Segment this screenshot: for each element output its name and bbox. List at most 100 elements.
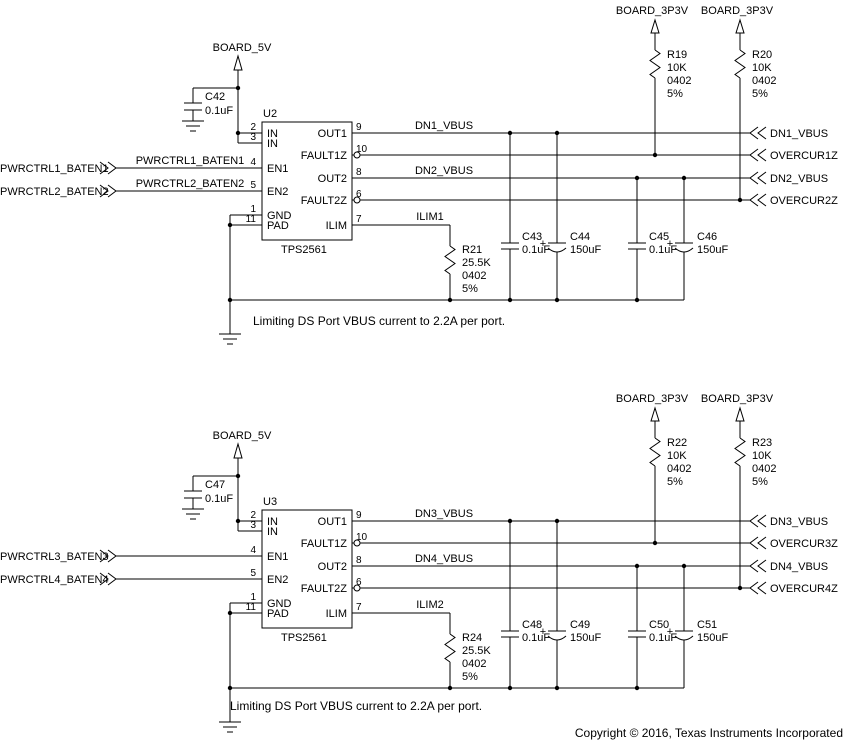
- component-value: 0.1uF: [522, 244, 550, 256]
- polarity-mark: +: [667, 238, 673, 250]
- output-port-label: OVERCUR2Z: [770, 195, 838, 207]
- circuit-note: Limiting DS Port VBUS current to 2.2A pe…: [230, 699, 482, 713]
- pin-number: 9: [356, 510, 362, 521]
- pin-number: 11: [246, 214, 257, 225]
- component-tolerance: 5%: [752, 476, 768, 488]
- net-label: ILIM2: [416, 599, 444, 611]
- pin-label: OUT1: [318, 128, 347, 140]
- pin-label: OUT1: [318, 516, 347, 528]
- net-label: DN3_VBUS: [415, 508, 473, 520]
- component-ref: R19: [667, 49, 687, 61]
- component-ref: C48: [522, 619, 542, 631]
- ic-part-number: TPS2561: [281, 632, 327, 644]
- circuit-2: BOARD_5V C47 0.1uF U3 TPS2561 2 3 4 5 1 …: [0, 393, 838, 733]
- pin-number: 10: [356, 144, 368, 155]
- input-port-label: PWRCTRL2_BATEN2: [0, 186, 109, 198]
- polarity-mark: +: [667, 626, 673, 638]
- pin-label: GND: [267, 598, 292, 610]
- pin-number: 3: [250, 520, 256, 531]
- component-tolerance: 5%: [667, 88, 683, 100]
- power-rail-label: BOARD_5V: [213, 42, 272, 54]
- component-value: 150uF: [570, 632, 601, 644]
- component-package: 0402: [667, 75, 691, 87]
- pin-label: ILIM: [326, 608, 347, 620]
- component-ref: C42: [205, 91, 225, 103]
- pin-label: EN1: [267, 163, 288, 175]
- pin-label: IN: [267, 128, 278, 140]
- component-value: 0.1uF: [649, 244, 677, 256]
- component-ref: C44: [570, 231, 590, 243]
- pin-number: 10: [356, 532, 368, 543]
- component-package: 0402: [667, 463, 691, 475]
- component-ref: C45: [649, 231, 669, 243]
- circuit-1: BOARD_5V C42 0.1uF U2 TPS2561 2 3 4 5 1 …: [0, 5, 838, 345]
- pin-number: 4: [250, 545, 256, 556]
- net-label: PWRCTRL2_BATEN2: [136, 178, 245, 190]
- pin-label: FAULT2Z: [301, 195, 348, 207]
- component-value: 150uF: [697, 244, 728, 256]
- input-port-label: PWRCTRL3_BATEN3: [0, 551, 109, 563]
- component-value: 0.1uF: [205, 105, 233, 117]
- component-tolerance: 5%: [667, 476, 683, 488]
- component-ref: R21: [462, 244, 482, 256]
- output-port-label: DN3_VBUS: [770, 516, 828, 528]
- component-value: 150uF: [570, 244, 601, 256]
- component-value: 0.1uF: [522, 632, 550, 644]
- pin-number: 1: [250, 592, 256, 603]
- net-label: DN1_VBUS: [415, 120, 473, 132]
- pin-number: 6: [356, 577, 362, 588]
- component-ref: C46: [697, 231, 717, 243]
- output-port-label: OVERCUR3Z: [770, 538, 838, 550]
- ic-part-number: TPS2561: [281, 244, 327, 256]
- output-port-label: OVERCUR1Z: [770, 150, 838, 162]
- net-label: DN4_VBUS: [415, 553, 473, 565]
- net-label: ILIM1: [416, 211, 444, 223]
- pin-label: FAULT1Z: [301, 150, 348, 162]
- component-value: 150uF: [697, 632, 728, 644]
- polarity-mark: +: [540, 626, 546, 638]
- pin-number: 5: [250, 180, 256, 191]
- component-ref: C47: [205, 479, 225, 491]
- component-value: 25.5K: [462, 645, 491, 657]
- pin-label: GND: [267, 210, 292, 222]
- component-ref: C51: [697, 619, 717, 631]
- net-label: PWRCTRL1_BATEN1: [136, 155, 245, 167]
- power-rail-label: BOARD_5V: [213, 430, 272, 442]
- output-port-label: DN2_VBUS: [770, 173, 828, 185]
- pin-label: IN: [267, 526, 278, 538]
- output-port-label: DN1_VBUS: [770, 128, 828, 140]
- pin-label: IN: [267, 138, 278, 150]
- component-ref: C43: [522, 231, 542, 243]
- polarity-mark: +: [540, 238, 546, 250]
- ic-ref: U3: [263, 496, 277, 508]
- pin-label: EN2: [267, 186, 288, 198]
- component-value: 10K: [752, 62, 772, 74]
- component-value: 10K: [667, 62, 687, 74]
- power-rail-label: BOARD_3P3V: [701, 393, 774, 405]
- input-port-label: PWRCTRL1_BATEN1: [0, 163, 109, 175]
- component-value: 10K: [752, 450, 772, 462]
- pin-label: EN1: [267, 551, 288, 563]
- component-value: 10K: [667, 450, 687, 462]
- pin-number: 11: [246, 602, 257, 613]
- component-value: 25.5K: [462, 257, 491, 269]
- power-rail-label: BOARD_3P3V: [616, 5, 689, 17]
- net-label: DN2_VBUS: [415, 165, 473, 177]
- component-package: 0402: [462, 270, 486, 282]
- pin-label: EN2: [267, 574, 288, 586]
- pin-number: 1: [250, 204, 256, 215]
- component-ref: C50: [649, 619, 669, 631]
- pin-label: OUT2: [318, 561, 347, 573]
- pin-number: 8: [356, 555, 362, 566]
- component-tolerance: 5%: [752, 88, 768, 100]
- pin-number: 6: [356, 189, 362, 200]
- pin-number: 9: [356, 122, 362, 133]
- component-package: 0402: [752, 75, 776, 87]
- component-ref: R20: [752, 49, 772, 61]
- pin-number: 4: [250, 157, 256, 168]
- pin-number: 8: [356, 167, 362, 178]
- ic-ref: U2: [263, 108, 277, 120]
- component-ref: C49: [570, 619, 590, 631]
